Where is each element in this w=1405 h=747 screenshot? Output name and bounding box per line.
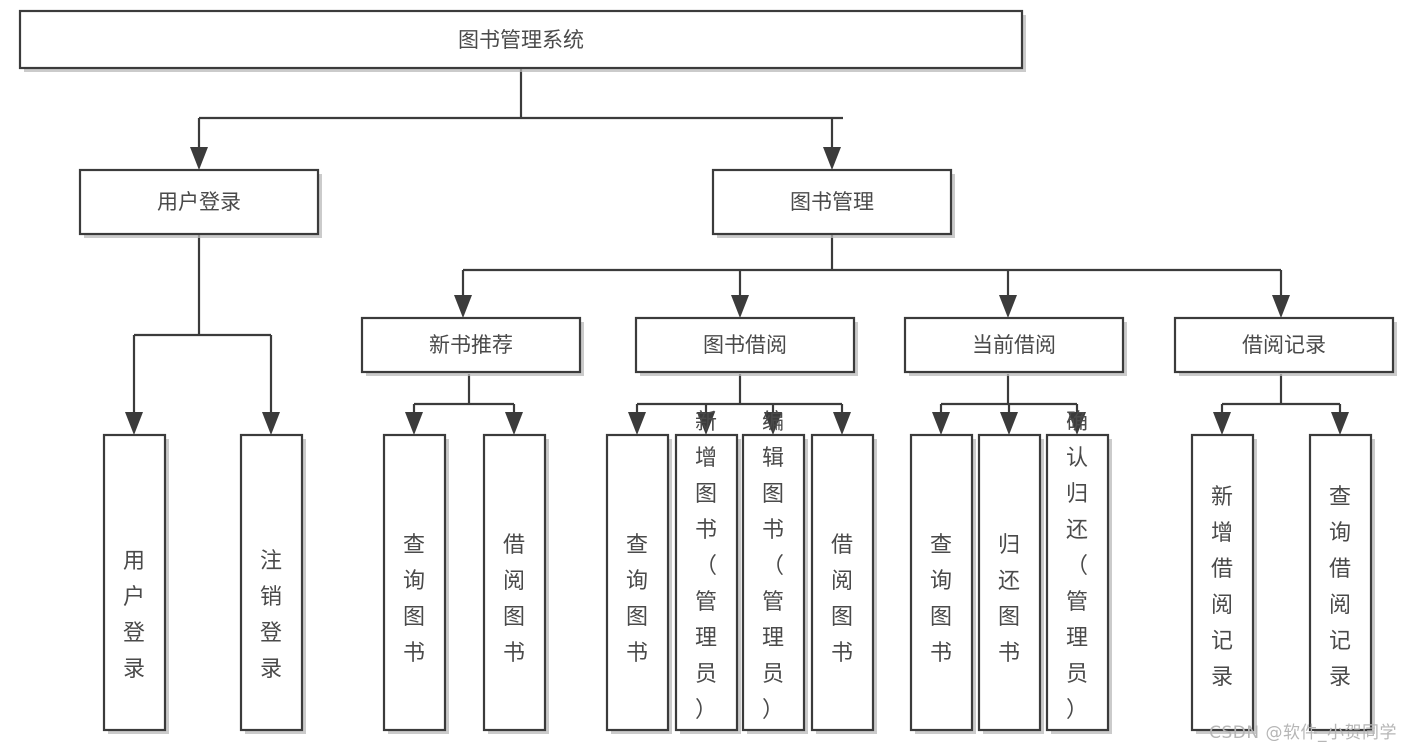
arrow-head-leaf9 [932,412,950,435]
connector-layer [125,68,1349,435]
node-bookmgmt[interactable]: 图书管理 [711,168,955,238]
node-bookmgmt-box[interactable] [711,168,953,236]
node-root-box[interactable] [18,9,1024,70]
node-leaf1[interactable]: 用户登录 [102,433,169,734]
node-records-box[interactable] [1173,316,1395,374]
node-leaf2-label: 注销登录 [260,549,282,682]
node-leaf10[interactable]: 归还图书 [977,433,1044,734]
node-leaf5-label: 查询图书 [626,533,648,666]
node-leaf2-box[interactable] [239,433,304,732]
arrow-head-leaf11 [1068,412,1086,435]
arrow-head-leaf8 [833,412,851,435]
arrow-head-newbook [454,295,472,318]
node-root-label: 图书管理系统 [458,28,584,52]
node-leaf12-label: 新增借阅记录 [1211,485,1233,690]
arrow-head-borrow [731,295,749,318]
node-leaf6-box[interactable] [674,433,739,732]
node-leaf4-label: 借阅图书 [503,533,525,666]
node-login-label: 用户登录 [157,190,241,214]
node-login[interactable]: 用户登录 [78,168,322,238]
node-borrow-label: 图书借阅 [703,333,787,357]
node-leaf3-box[interactable] [382,433,447,732]
node-leaf13-label: 查询借阅记录 [1329,485,1351,690]
arrow-head-leaf5 [628,412,646,435]
node-leaf6[interactable]: 新增图书（管理员） [674,410,741,734]
node-leaf13-box[interactable] [1308,433,1373,732]
node-leaf5[interactable]: 查询图书 [605,433,672,734]
node-leaf3-label: 查询图书 [403,533,425,666]
node-leaf7-label: 编辑图书（管理员） [762,410,784,723]
arrow-head-leaf3 [405,412,423,435]
node-leaf8[interactable]: 借阅图书 [810,433,877,734]
node-current-label: 当前借阅 [972,333,1056,357]
node-leaf4-box[interactable] [482,433,547,732]
node-leaf11-box[interactable] [1045,433,1110,732]
node-leaf6-label: 新增图书（管理员） [695,410,717,723]
node-root[interactable]: 图书管理系统 [18,9,1026,72]
csdn-watermark: CSDN @软件_小贺同学 [1209,723,1397,743]
arrow-head-leaf13 [1331,412,1349,435]
node-leaf1-box[interactable] [102,433,167,732]
node-leaf9-box[interactable] [909,433,974,732]
node-leaf9[interactable]: 查询图书 [909,433,976,734]
node-leaf12[interactable]: 新增借阅记录 [1190,433,1257,734]
node-leaf7[interactable]: 编辑图书（管理员） [741,410,808,734]
node-leaf11-label: 确认归还（管理员） [1066,410,1088,723]
node-leaf4[interactable]: 借阅图书 [482,433,549,734]
node-current-box[interactable] [903,316,1125,374]
arrow-head-current [999,295,1017,318]
node-leaf7-box[interactable] [741,433,806,732]
node-newbook-label: 新书推荐 [429,333,513,357]
node-leaf11[interactable]: 确认归还（管理员） [1045,410,1112,734]
node-leaf10-label: 归还图书 [998,533,1020,666]
arrow-head-leaf6 [697,412,715,435]
node-records-label: 借阅记录 [1242,333,1326,357]
node-records[interactable]: 借阅记录 [1173,316,1397,376]
node-leaf9-label: 查询图书 [930,533,952,666]
node-current[interactable]: 当前借阅 [903,316,1127,376]
arrow-head-leaf7 [764,412,782,435]
node-borrow-box[interactable] [634,316,856,374]
arrow-head-leaf12 [1213,412,1231,435]
node-leaf12-box[interactable] [1190,433,1255,732]
node-leaf2[interactable]: 注销登录 [239,433,306,734]
node-bookmgmt-label: 图书管理 [790,190,874,214]
arrow-head-login [190,147,208,170]
node-leaf13[interactable]: 查询借阅记录 [1308,433,1375,734]
arrow-head-leaf10 [1000,412,1018,435]
arrow-head-leaf1 [125,412,143,435]
node-newbook-box[interactable] [360,316,582,374]
node-newbook[interactable]: 新书推荐 [360,316,584,376]
arrow-head-bookmgmt [823,147,841,170]
node-login-box[interactable] [78,168,320,236]
node-leaf1-label: 用户登录 [123,549,145,682]
node-borrow[interactable]: 图书借阅 [634,316,858,376]
arrow-head-leaf4 [505,412,523,435]
node-leaf8-box[interactable] [810,433,875,732]
arrow-head-leaf2 [262,412,280,435]
arrow-head-records [1272,295,1290,318]
node-leaf3[interactable]: 查询图书 [382,433,449,734]
node-leaf5-box[interactable] [605,433,670,732]
node-leaf8-label: 借阅图书 [831,533,853,666]
node-leaf10-box[interactable] [977,433,1042,732]
